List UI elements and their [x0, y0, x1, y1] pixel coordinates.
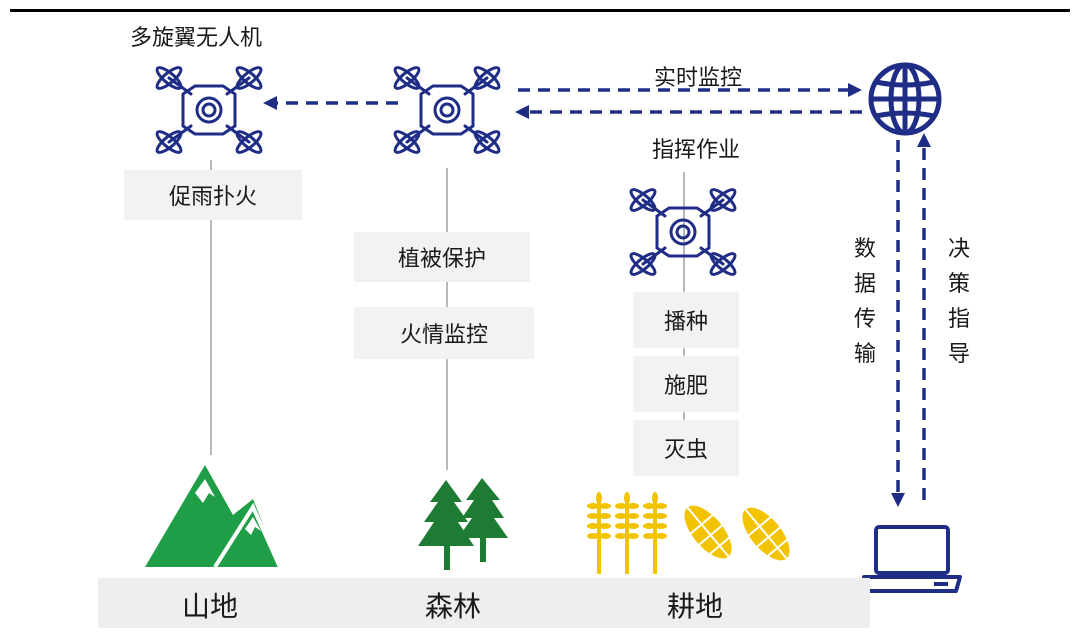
mountain-task-label: 促雨扑火	[124, 170, 302, 220]
mountain-stem	[210, 160, 212, 455]
page-title: 多旋翼无人机	[130, 26, 263, 51]
farm-task-label-1: 播种	[633, 292, 739, 348]
farm-task-label-3: 灭虫	[633, 420, 739, 476]
decision-label: 决策指导	[947, 237, 970, 367]
data-transfer-label: 数据传输	[853, 237, 876, 367]
crops-icon	[587, 492, 790, 574]
farm-task-label-2: 施肥	[633, 356, 739, 412]
terrain-mountain-label: 山地	[181, 590, 238, 623]
laptop-icon	[862, 525, 962, 593]
command-label: 指挥作业	[652, 138, 741, 163]
terrain-farmland-label: 耕地	[666, 590, 723, 623]
forest-task-label-2: 火情监控	[354, 307, 534, 359]
realtime-label: 实时监控	[654, 66, 743, 91]
top-rule	[10, 9, 1070, 12]
terrain-forest-label: 森林	[424, 590, 481, 623]
trees-icon	[418, 478, 508, 570]
drone-icon	[155, 66, 263, 154]
forest-task-label-1: 植被保护	[354, 232, 530, 282]
ground-strip	[98, 578, 870, 628]
drone-icon	[393, 66, 501, 154]
drone-icon	[629, 188, 737, 276]
globe-icon	[868, 62, 942, 136]
mountain-icon	[145, 465, 282, 569]
